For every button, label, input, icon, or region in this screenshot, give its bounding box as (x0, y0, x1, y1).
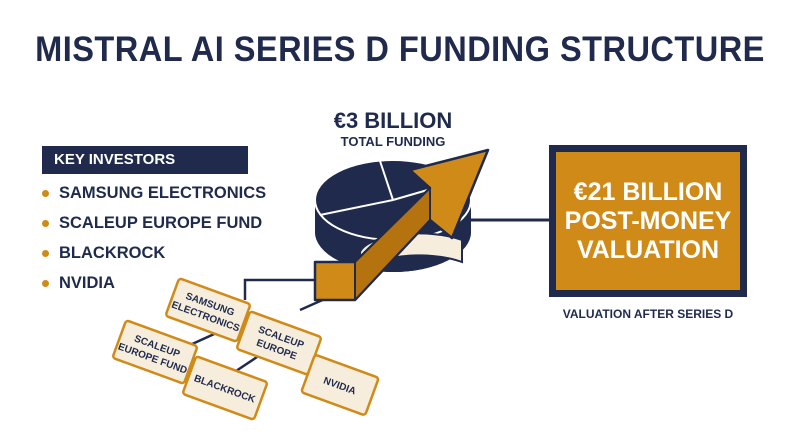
network-node: BLACKROCK (182, 355, 268, 421)
list-item: NVIDIA (42, 270, 266, 300)
dot-icon (42, 250, 49, 258)
valuation-line: POST-MONEY (564, 206, 732, 235)
valuation-caption: VALUATION AFTER SERIES D (562, 307, 734, 321)
list-item: SCALEUP EUROPE FUND (42, 210, 266, 240)
investor-list: SAMSUNG ELECTRONICS SCALEUP EUROPE FUND … (42, 180, 266, 300)
network-node: SCALEUP EUROPE FUND (112, 319, 198, 385)
valuation-box: €21 BILLION POST-MONEY VALUATION (549, 145, 747, 297)
investor-name: SCALEUP EUROPE FUND (59, 214, 263, 232)
growth-arrow-icon (313, 148, 490, 302)
investor-name: BLACKROCK (59, 244, 166, 262)
dot-icon (42, 190, 49, 198)
total-funding-amount: €3 BILLION (333, 108, 453, 133)
list-item: SAMSUNG ELECTRONICS (42, 180, 266, 210)
key-investors-header: KEY INVESTORS (42, 146, 248, 174)
dot-icon (42, 220, 49, 228)
total-funding-label: TOTAL FUNDING (340, 134, 446, 149)
valuation-panel: €21 BILLION POST-MONEY VALUATION (556, 152, 740, 290)
dot-icon (42, 280, 49, 288)
valuation-line: €21 BILLION (573, 177, 723, 206)
investor-name: SAMSUNG ELECTRONICS (59, 184, 267, 202)
investor-name: NVIDIA (59, 274, 115, 292)
network-node: SCALEUP EUROPE (236, 310, 322, 376)
page-title: MISTRAL AI SERIES D FUNDING STRUCTURE (35, 30, 765, 69)
list-item: BLACKROCK (42, 240, 266, 270)
valuation-line: VALUATION (576, 235, 720, 264)
network-node: NVIDIA (300, 354, 380, 416)
